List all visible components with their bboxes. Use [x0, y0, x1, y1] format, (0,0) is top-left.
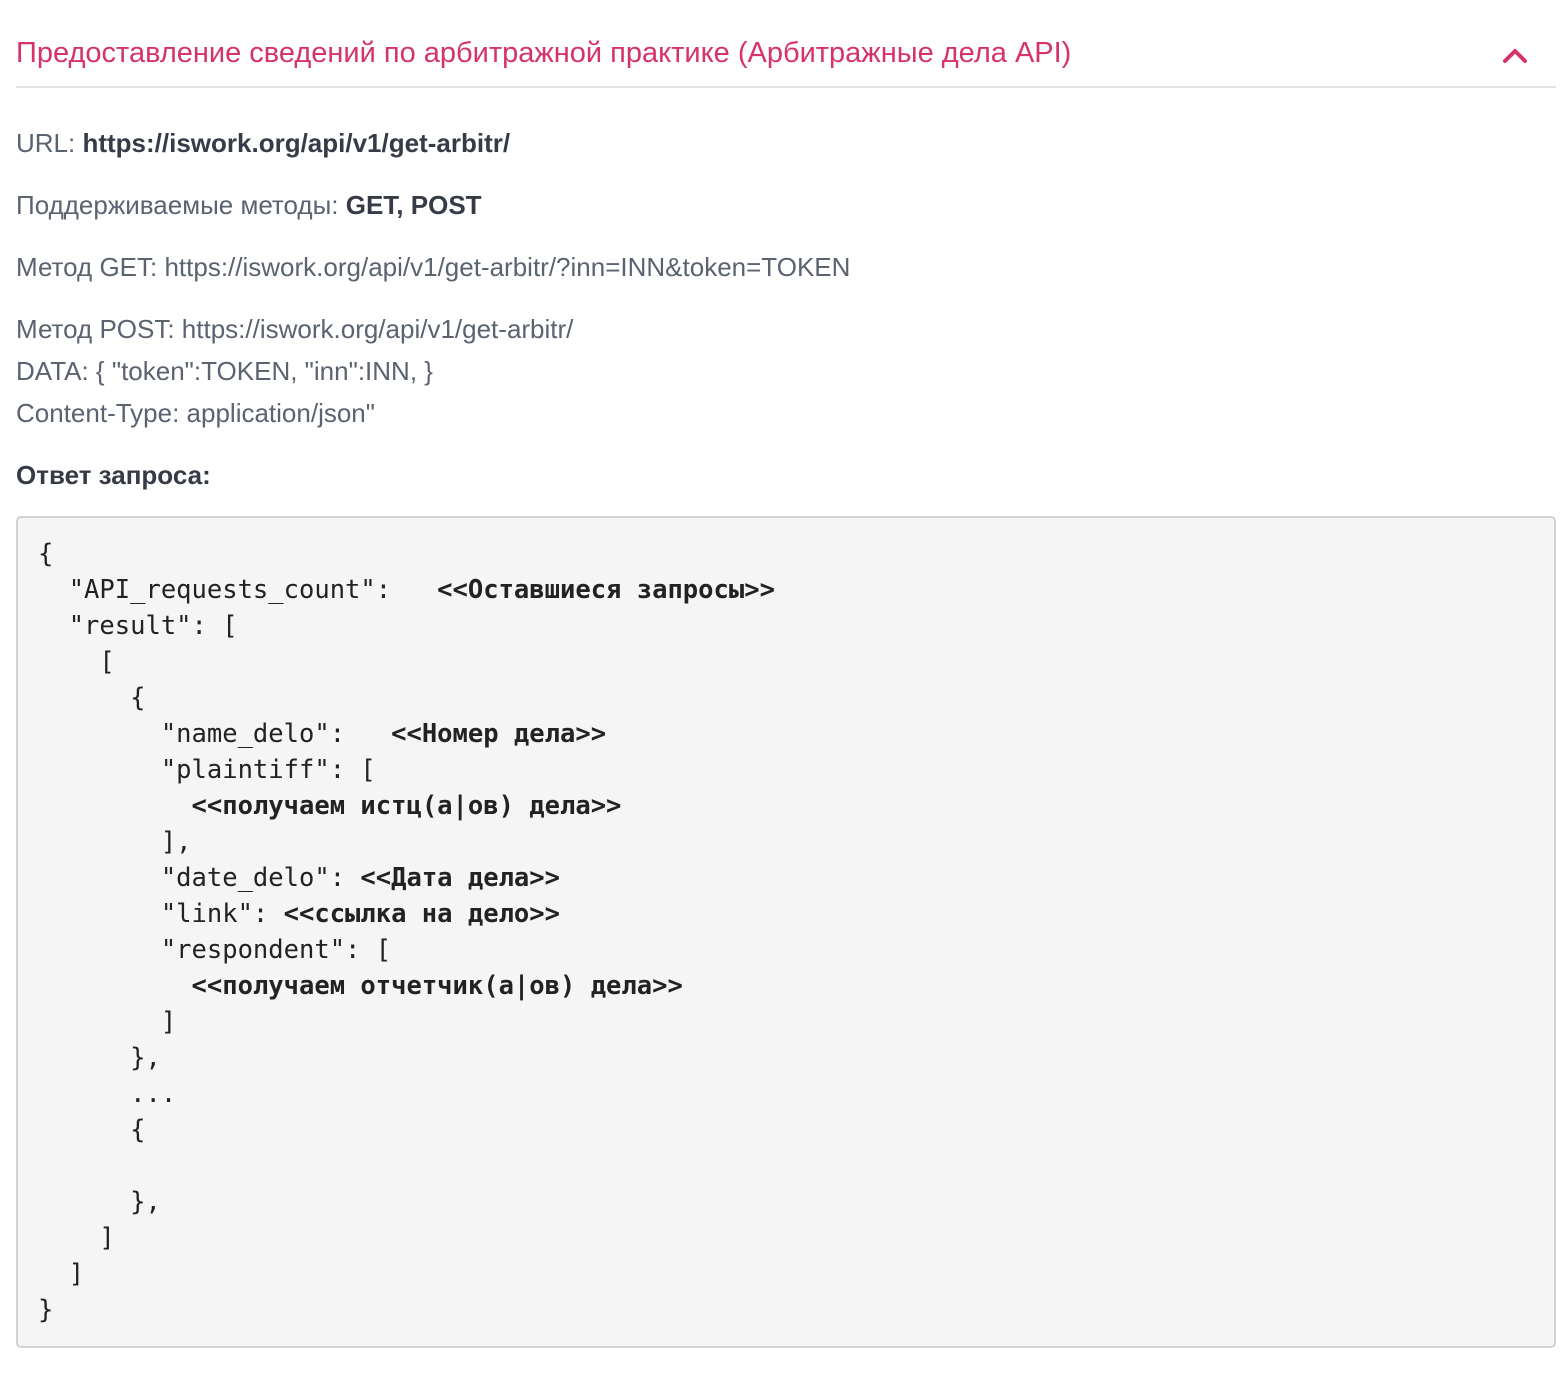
code-text: "result": [	[38, 611, 238, 641]
code-text: ],	[38, 827, 192, 857]
code-line: "result": [	[38, 608, 1534, 644]
code-description: <<Дата дела>>	[360, 863, 560, 893]
code-text	[38, 791, 192, 821]
code-line: <<получаем отчетчик(а|ов) дела>>	[38, 968, 1534, 1004]
code-text: }	[38, 1295, 54, 1325]
code-line: {	[38, 1112, 1534, 1148]
code-line: "link": <<ссылка на дело>>	[38, 896, 1534, 932]
code-line: [	[38, 644, 1534, 680]
code-text: [	[38, 647, 115, 677]
chevron-up-icon[interactable]	[1500, 41, 1530, 71]
code-text: },	[38, 1187, 161, 1217]
code-line: ],	[38, 824, 1534, 860]
code-description: <<получаем отчетчик(а|ов) дела>>	[191, 971, 683, 1001]
post-data-line: DATA: { "token":TOKEN, "inn":INN, }	[16, 356, 433, 386]
code-description: <<Оставшиеся запросы>>	[437, 575, 775, 605]
code-line: ]	[38, 1004, 1534, 1040]
post-method-line: Метод POST: https://iswork.org/api/v1/ge…	[16, 314, 574, 344]
code-text: },	[38, 1043, 161, 1073]
code-description: <<Номер дела>>	[391, 719, 607, 749]
url-value: https://iswork.org/api/v1/get-arbitr/	[82, 128, 511, 158]
accordion-header[interactable]: Предоставление сведений по арбитражной п…	[16, 0, 1556, 88]
code-text: {	[38, 683, 146, 713]
code-text: "date_delo":	[38, 863, 361, 893]
code-line: {	[38, 536, 1534, 572]
code-line: },	[38, 1040, 1534, 1076]
code-text: "link":	[38, 899, 284, 929]
code-text: "plaintiff": [	[38, 755, 376, 785]
code-line	[38, 1148, 1534, 1184]
code-text: {	[38, 539, 54, 569]
code-line: "respondent": [	[38, 932, 1534, 968]
code-line: ...	[38, 1076, 1534, 1112]
code-text: {	[38, 1115, 146, 1145]
code-line: }	[38, 1292, 1534, 1328]
methods-label: Поддерживаемые методы:	[16, 190, 346, 220]
code-line: ]	[38, 1220, 1534, 1256]
code-line: ]	[38, 1256, 1534, 1292]
code-text: ]	[38, 1259, 85, 1289]
code-text: "name_delo":	[38, 719, 392, 749]
code-line: "name_delo": <<Номер дела>>	[38, 716, 1534, 752]
code-text	[38, 971, 192, 1001]
code-text: ...	[38, 1079, 177, 1109]
get-method-line: Метод GET: https://iswork.org/api/v1/get…	[16, 252, 851, 282]
code-description: <<ссылка на дело>>	[283, 899, 560, 929]
code-line: },	[38, 1184, 1534, 1220]
url-label: URL:	[16, 128, 83, 158]
methods-value: GET, POST	[345, 190, 482, 220]
code-line: "plaintiff": [	[38, 752, 1534, 788]
code-text: "respondent": [	[38, 935, 392, 965]
methods-line: Поддерживаемые методы: GET, POST	[16, 184, 1556, 226]
code-description: <<получаем истц(а|ов) дела>>	[191, 791, 622, 821]
url-line: URL: https://iswork.org/api/v1/get-arbit…	[16, 122, 1556, 164]
response-label: Ответ запроса:	[16, 460, 211, 490]
content-type-line: Content-Type: application/json"	[16, 398, 375, 428]
code-line: "API_requests_count": <<Оставшиеся запро…	[38, 572, 1534, 608]
response-code-block: { "API_requests_count": <<Оставшиеся зап…	[16, 516, 1556, 1348]
accordion-body: URL: https://iswork.org/api/v1/get-arbit…	[16, 88, 1556, 1348]
code-line: {	[38, 680, 1534, 716]
section-title[interactable]: Предоставление сведений по арбитражной п…	[16, 37, 1072, 69]
code-line: <<получаем истц(а|ов) дела>>	[38, 788, 1534, 824]
code-text: ]	[38, 1223, 115, 1253]
code-text: ]	[38, 1007, 177, 1037]
code-text: "API_requests_count":	[38, 575, 438, 605]
code-line: "date_delo": <<Дата дела>>	[38, 860, 1534, 896]
api-accordion: Предоставление сведений по арбитражной п…	[16, 0, 1556, 1348]
